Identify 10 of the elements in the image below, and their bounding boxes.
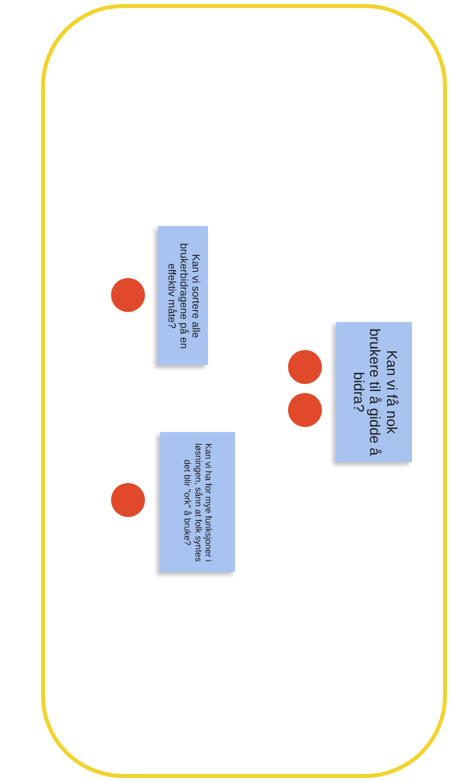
sticky-note bbox=[158, 226, 208, 365]
vote-dot bbox=[111, 278, 145, 312]
note-text: Kan vi ha for mye funksjoner i løsningen, sånn at folk syntes det blir "ork" å bruke? bbox=[181, 442, 214, 564]
note-text: Kan vi få nok brukere til å gidde å bidra? bbox=[348, 328, 400, 456]
note-text: Kan vi sortere alle brukerbidragene på en effektiv måte? bbox=[164, 242, 202, 350]
sticky-note bbox=[336, 322, 412, 462]
vote-dot bbox=[111, 483, 145, 517]
vote-dot bbox=[288, 393, 322, 427]
sticky-note bbox=[160, 432, 235, 572]
vote-dot bbox=[288, 350, 322, 384]
